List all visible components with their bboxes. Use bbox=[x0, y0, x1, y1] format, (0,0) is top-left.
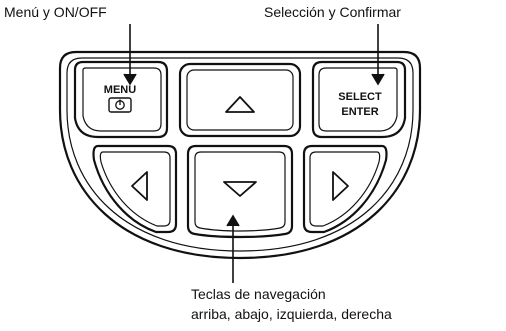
select-callout-arrow bbox=[371, 24, 385, 86]
power-icon bbox=[108, 97, 132, 113]
down-key[interactable] bbox=[186, 144, 294, 239]
triangle-right-icon bbox=[332, 171, 349, 201]
navigation-caption-line2: arriba, abajo, izquierda, derecha bbox=[191, 306, 392, 322]
up-key[interactable] bbox=[178, 62, 302, 138]
left-key[interactable] bbox=[92, 144, 178, 234]
menu-onoff-caption: Menú y ON/OFF bbox=[4, 4, 107, 20]
select-enter-key[interactable]: SELECT ENTER bbox=[311, 60, 407, 139]
right-key[interactable] bbox=[302, 144, 388, 234]
menu-key-label: MENU bbox=[104, 84, 136, 96]
triangle-down-icon bbox=[223, 181, 257, 197]
keypad-housing bbox=[58, 50, 422, 260]
menu-key[interactable]: MENU bbox=[73, 60, 169, 139]
select-confirm-caption: Selección y Confirmar bbox=[264, 4, 401, 20]
navigation-keys-caption: Teclas de navegación arriba, abajo, izqu… bbox=[191, 284, 392, 324]
navigation-caption-line1: Teclas de navegación bbox=[191, 286, 326, 302]
enter-key-label: ENTER bbox=[341, 106, 378, 118]
triangle-up-icon bbox=[225, 96, 255, 113]
navigation-callout-arrow bbox=[226, 214, 240, 283]
triangle-left-icon bbox=[131, 171, 148, 201]
select-key-label: SELECT bbox=[338, 91, 382, 103]
menu-callout-arrow bbox=[123, 24, 137, 86]
